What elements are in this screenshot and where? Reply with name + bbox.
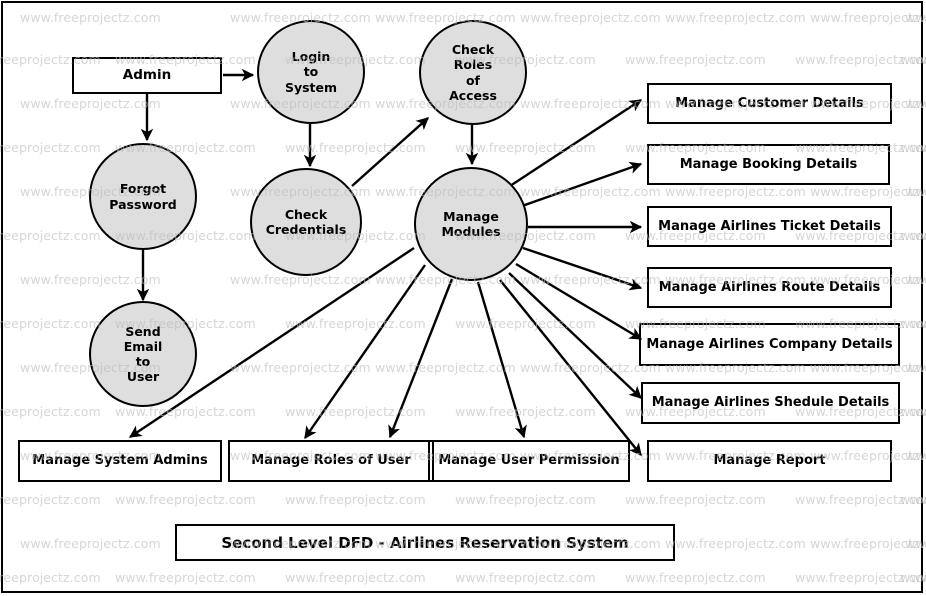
entity-admin[interactable]: Admin	[72, 57, 222, 94]
process-login-to-system[interactable]: Login to System	[257, 20, 365, 124]
diagram-title-box: Second Level DFD - Airlines Reservation …	[175, 524, 675, 561]
flow-modules-to-booking-details	[521, 161, 643, 208]
flow-modules-to-shedule-details	[508, 272, 642, 399]
box-manage-booking-details-label: Manage Booking Details	[679, 156, 858, 172]
box-manage-airlines-company-details[interactable]: Manage Airlines Company Details	[639, 323, 900, 366]
process-check-roles-of-access[interactable]: Check Roles of Access	[419, 20, 527, 125]
box-manage-airlines-route-details[interactable]: Manage Airlines Route Details	[647, 267, 892, 308]
process-send-email-to-user[interactable]: Send Email to User	[89, 301, 197, 407]
box-manage-roles-of-user[interactable]: Manage Roles of User	[228, 440, 434, 482]
box-manage-report-label: Manage Report	[713, 453, 826, 469]
box-manage-airlines-company-details-label: Manage Airlines Company Details	[646, 336, 893, 352]
box-manage-user-permission-label: Manage User Permission	[438, 453, 620, 469]
process-forgot-password-label: Forgot Password	[109, 181, 177, 212]
box-manage-customer-details[interactable]: Manage Customer Details	[647, 83, 892, 124]
diagram-title-label: Second Level DFD - Airlines Reservation …	[221, 533, 629, 552]
flow-modules-to-company-details	[515, 262, 643, 341]
flow-modules-to-roles-of-user	[388, 278, 454, 439]
box-manage-booking-details[interactable]: Manage Booking Details	[647, 144, 890, 185]
flow-modules-to-send-email-area	[128, 247, 415, 438]
box-manage-airlines-shedule-details[interactable]: Manage Airlines Shedule Details	[641, 382, 900, 424]
box-manage-system-admins[interactable]: Manage System Admins	[18, 440, 222, 482]
process-check-roles-of-access-label: Check Roles of Access	[449, 42, 497, 103]
box-manage-airlines-ticket-details[interactable]: Manage Airlines Ticket Details	[647, 206, 892, 247]
flow-modules-to-system-admins	[304, 264, 426, 440]
flow-check-credentials-to-check-roles	[351, 117, 429, 187]
box-manage-user-permission[interactable]: Manage User Permission	[428, 440, 630, 482]
entity-admin-label: Admin	[122, 67, 172, 84]
process-send-email-to-user-label: Send Email to User	[123, 323, 163, 385]
box-manage-system-admins-label: Manage System Admins	[32, 453, 208, 469]
flow-modules-to-customer-details	[509, 98, 643, 188]
process-manage-modules-label: Manage Modules	[441, 208, 501, 239]
flow-modules-to-route-details	[522, 246, 643, 291]
process-forgot-password[interactable]: Forgot Password	[89, 143, 197, 250]
process-check-credentials[interactable]: Check Credentials	[250, 168, 362, 276]
box-manage-airlines-shedule-details-label: Manage Airlines Shedule Details	[651, 395, 890, 411]
box-manage-report[interactable]: Manage Report	[647, 440, 892, 482]
box-manage-airlines-route-details-label: Manage Airlines Route Details	[658, 279, 881, 295]
flow-modules-to-user-permission	[476, 281, 527, 439]
process-check-credentials-label: Check Credentials	[265, 206, 347, 237]
box-manage-roles-of-user-label: Manage Roles of User	[251, 453, 411, 469]
box-manage-customer-details-label: Manage Customer Details	[675, 95, 864, 111]
process-login-to-system-label: Login to System	[284, 49, 338, 95]
process-manage-modules[interactable]: Manage Modules	[414, 167, 528, 281]
box-manage-airlines-ticket-details-label: Manage Airlines Ticket Details	[658, 218, 881, 234]
flow-modules-to-manage-report	[499, 279, 642, 456]
